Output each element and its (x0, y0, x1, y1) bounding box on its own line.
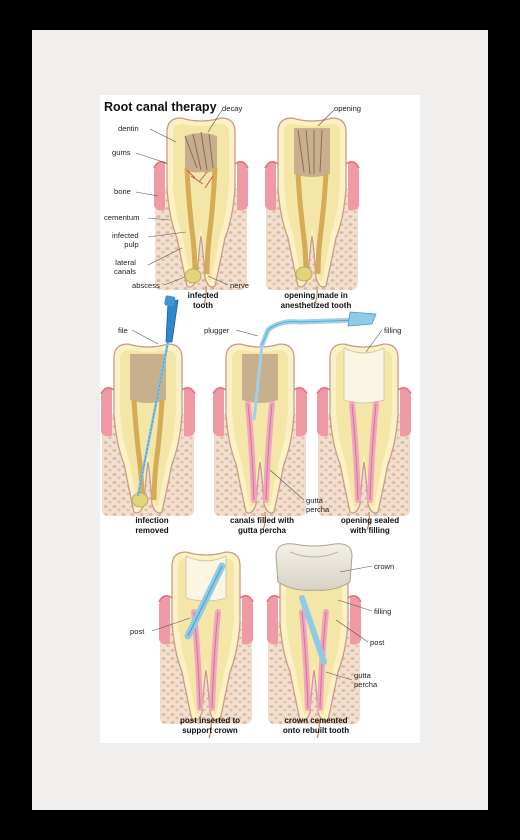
plugger-instrument (252, 311, 377, 421)
label-infected-pulp-line1: infected (112, 231, 139, 240)
label-filling-2: filling (374, 607, 392, 616)
label-post: post (130, 627, 145, 636)
label-cementum: cementum (104, 213, 140, 222)
panel-infection-removed (100, 343, 196, 516)
label-abscess: abscess (132, 281, 160, 290)
label-file: file (118, 326, 128, 335)
label-post-2: post (370, 638, 385, 647)
label-gutta-percha-2-line1: gutta (354, 671, 371, 680)
caption-line1: canals filled with (229, 516, 295, 525)
label-dentin: dentin (118, 124, 139, 133)
label-gums: gums (112, 148, 131, 157)
label-infected-pulp-line2: pulp (124, 240, 139, 249)
label-plugger: plugger (204, 326, 230, 335)
panel-opening-made (264, 117, 360, 305)
panel-infected-tooth (153, 117, 249, 305)
post-rod (184, 562, 226, 640)
caption-line2: with filling (350, 526, 390, 535)
caption-line2: removed (135, 526, 169, 535)
label-lateral-canals-line1: lateral (115, 258, 136, 267)
caption-line2: support crown (182, 726, 238, 735)
caption-line1: opening made in (284, 291, 348, 300)
caption-line2: gutta percha (237, 526, 287, 535)
caption-line1: infected (187, 291, 219, 300)
panel-post-inserted (158, 551, 254, 739)
label-opening: opening (334, 104, 362, 113)
caption-line1: post inserted to (179, 716, 241, 725)
caption-line1: opening sealed (340, 516, 400, 525)
diagram-title: Root canal therapy (104, 100, 217, 114)
label-decay: decay (222, 104, 243, 113)
label-gutta-percha-line2: percha (306, 505, 330, 514)
label-gutta-percha-line1: gutta (306, 496, 323, 505)
label-bone: bone (114, 187, 131, 196)
label-lateral-canals-line2: canals (114, 267, 136, 276)
caption-line2: anesthetized tooth (280, 301, 352, 310)
label-filling: filling (384, 326, 402, 335)
label-gutta-percha-2-line2: percha (354, 680, 378, 689)
file-instrument (136, 295, 179, 497)
leader-lines (131, 109, 383, 681)
panel-opening-sealed (316, 343, 412, 531)
panel-canals-filled (212, 343, 308, 531)
caption-line2: onto rebuilt tooth (282, 726, 350, 735)
label-nerve: nerve (230, 281, 249, 290)
panel-crown-cemented (266, 543, 362, 739)
label-crown: crown (374, 562, 395, 571)
caption-line2: tooth (192, 301, 213, 310)
caption-line1: crown cemented (284, 716, 348, 725)
caption-line1: infection (135, 516, 169, 525)
